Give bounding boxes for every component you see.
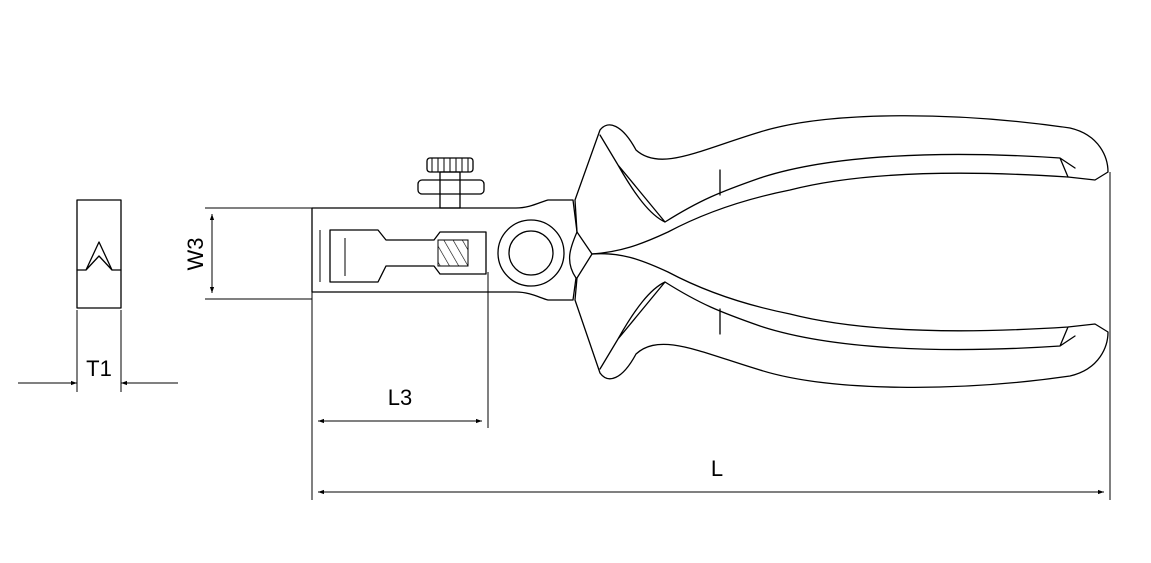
adjust-screw-shaft xyxy=(439,171,461,209)
dimension-l3: L3 xyxy=(311,272,489,500)
adjust-knob-knurl xyxy=(431,158,469,172)
lower-handle-inner xyxy=(599,281,1076,370)
pivot-rivet-outer xyxy=(497,219,565,287)
jaw-outline xyxy=(311,199,578,301)
t1-label: T1 xyxy=(86,356,112,381)
jaw-inner-slot-2 xyxy=(319,230,346,282)
w3-label: W3 xyxy=(183,238,208,271)
upper-handle-inner xyxy=(599,134,1076,223)
adjust-washer xyxy=(417,179,485,195)
pivot-rivet xyxy=(508,230,554,276)
spring xyxy=(437,239,469,267)
upper-handle-grip xyxy=(574,115,1109,255)
side-view-outline xyxy=(76,199,122,309)
lower-handle-grip xyxy=(574,253,1109,388)
pliers-handles xyxy=(574,115,1109,388)
dimension-t1: T1 xyxy=(18,310,178,392)
side-view-chevron xyxy=(76,241,122,271)
l-label: L xyxy=(711,456,723,481)
jaw-inner-slot xyxy=(329,229,487,283)
side-view xyxy=(76,199,122,309)
dimension-w3: W3 xyxy=(183,207,312,300)
pliers-head xyxy=(311,157,578,301)
dimension-l: L xyxy=(318,172,1111,500)
l3-label: L3 xyxy=(388,385,412,410)
